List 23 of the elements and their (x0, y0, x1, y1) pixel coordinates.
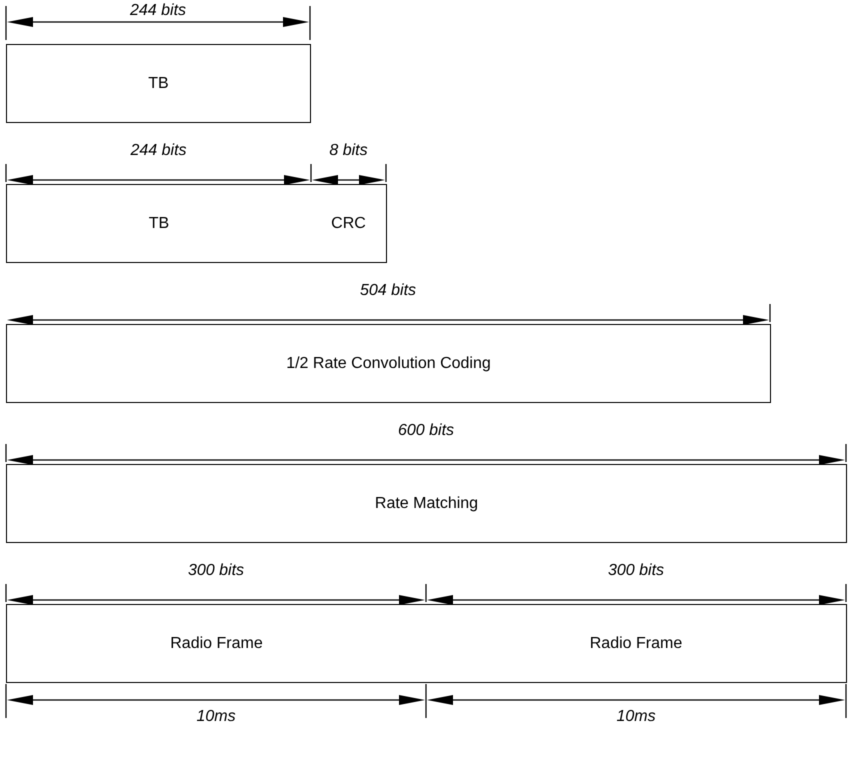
dimension-label: 600 bits (398, 422, 454, 440)
dimension-label: 300 bits (608, 562, 664, 580)
bit-field (6, 604, 427, 683)
field-label: CRC (331, 214, 366, 232)
dimension-label: 10ms (616, 708, 656, 726)
bit-field (6, 464, 847, 543)
bit-field (426, 604, 847, 683)
bit-field (6, 184, 312, 263)
bit-field (311, 184, 387, 263)
dimension-label: 10ms (196, 708, 236, 726)
field-label: TB (148, 214, 170, 232)
dimension-label: 504 bits (360, 282, 416, 300)
field-label: Radio Frame (590, 634, 682, 652)
bit-field (6, 324, 771, 403)
field-label: 1/2 Rate Convolution Coding (286, 354, 491, 372)
field-label: Radio Frame (170, 634, 263, 652)
dimension-label: 244 bits (130, 142, 187, 160)
dimension-label: 8 bits (329, 142, 368, 160)
bit-field (6, 44, 311, 123)
dimension-label: 244 bits (130, 2, 186, 20)
field-label: TB (148, 74, 169, 92)
field-label: Rate Matching (374, 494, 478, 512)
dimension-label: 300 bits (188, 562, 244, 580)
